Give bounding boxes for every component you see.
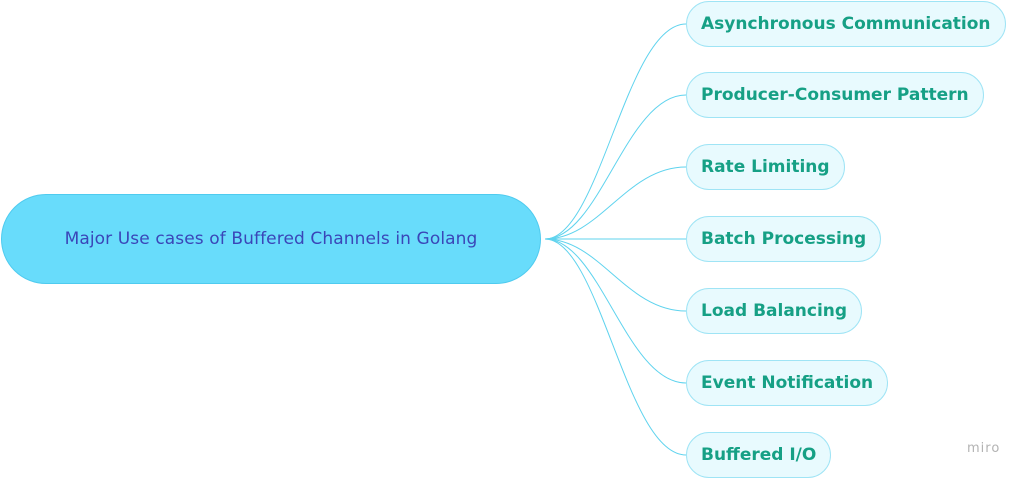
branch-node-buffered-io[interactable]: Buffered I/O — [686, 432, 832, 478]
branch-node-label: Event Notification — [701, 373, 874, 393]
branch-node-producer-consumer-pattern[interactable]: Producer-Consumer Pattern — [686, 72, 984, 118]
branch-node-event-notification[interactable]: Event Notification — [686, 360, 889, 406]
branch-node-rate-limiting[interactable]: Rate Limiting — [686, 144, 845, 190]
root-node[interactable]: Major Use cases of Buffered Channels in … — [1, 194, 541, 284]
connector-line — [544, 166, 687, 240]
root-node-label: Major Use cases of Buffered Channels in … — [64, 229, 478, 249]
branch-node-label: Producer-Consumer Pattern — [701, 85, 969, 105]
branch-node-label: Buffered I/O — [701, 445, 817, 465]
connector-line — [544, 94, 687, 240]
branch-node-label: Asynchronous Communication — [701, 14, 991, 34]
branch-node-label: Batch Processing — [701, 229, 867, 249]
miro-watermark: miro — [967, 441, 1001, 456]
branch-node-load-balancing[interactable]: Load Balancing — [686, 288, 863, 334]
connector-line — [544, 238, 687, 384]
connector-line — [544, 238, 687, 456]
branch-node-label: Rate Limiting — [701, 157, 830, 177]
connector-line — [544, 23, 687, 240]
branch-node-batch-processing[interactable]: Batch Processing — [686, 216, 882, 262]
branch-node-label: Load Balancing — [701, 301, 848, 321]
branch-node-asynchronous-communication[interactable]: Asynchronous Communication — [686, 1, 1006, 47]
connector-line — [544, 238, 687, 312]
